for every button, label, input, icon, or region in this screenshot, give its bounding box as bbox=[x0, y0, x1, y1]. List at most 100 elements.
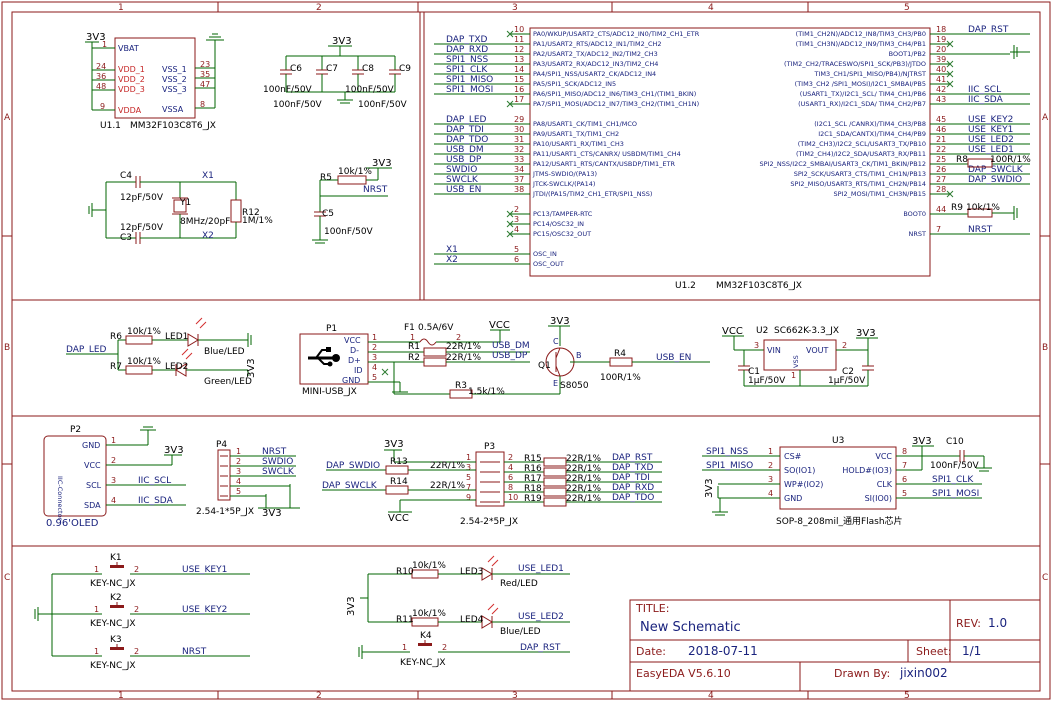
pin-name: PA8/USART1_CK/TIM1_CH1/MCO bbox=[533, 120, 637, 128]
r12-value: 1M/1% bbox=[242, 216, 273, 226]
u1-2-right-pin: 39(TIM2_CH2/TRACESWO/SPI1_SCK/PB3)/JTDO bbox=[784, 55, 954, 68]
net-usb-en: USB_EN bbox=[656, 353, 691, 363]
net-label: SPI1_CLK bbox=[446, 65, 488, 75]
pin-number: 15 bbox=[514, 75, 524, 84]
r1-value: 22R/1% bbox=[446, 342, 481, 352]
pin-name: PA4/SPI1_NSS/USART2_CK/ADC12_IN4 bbox=[533, 70, 656, 78]
c1-value: 1μF/50V bbox=[748, 376, 786, 386]
pin-number: 41 bbox=[936, 75, 946, 84]
pin-name: VOUT bbox=[806, 346, 828, 355]
rev-label: REV: bbox=[956, 617, 981, 630]
pin-number: 21 bbox=[936, 135, 946, 144]
pin-name: (TIM3_CH2 /SPI1_MOSI)/I2C1_SMBAI/PB5 bbox=[795, 80, 926, 88]
r5-ref: R5 bbox=[320, 173, 332, 183]
section-dividers bbox=[12, 12, 1040, 547]
p4-pin: 4 bbox=[220, 477, 290, 487]
net-label: SWDIO bbox=[262, 457, 293, 467]
pin-number: 6 bbox=[514, 255, 519, 264]
col-label: 3 bbox=[512, 3, 518, 13]
net-label: NRST bbox=[968, 225, 993, 235]
u3-left-pin: 3WP#(IO2) bbox=[718, 475, 823, 489]
net-label: IIC_SCL bbox=[968, 85, 1001, 95]
u2-body bbox=[763, 339, 837, 371]
pin-number: 8 bbox=[902, 447, 907, 456]
pin-number: 10 bbox=[514, 25, 524, 34]
pin-number: 1 bbox=[102, 40, 107, 49]
flash-pins: 1CS#SPI1_NSS2SO(IO1)SPI1_MISO3WP#(IO2)4G… bbox=[702, 447, 982, 503]
net-label: SPI1_CLK bbox=[932, 475, 974, 485]
q1-ref: Q1 bbox=[538, 361, 551, 371]
cap-c8: C8 100nF/50V bbox=[345, 56, 395, 95]
pin-number: 9 bbox=[466, 493, 471, 502]
pin-number: 11 bbox=[514, 35, 524, 44]
u3-ref: U3 bbox=[832, 436, 844, 446]
net-label: SPI1_NSS bbox=[446, 55, 488, 65]
pin-number: 4 bbox=[508, 463, 513, 472]
pin-number: 26 bbox=[936, 165, 946, 174]
pin-number: 39 bbox=[936, 55, 946, 64]
net-iic-sda: IIC_SDA bbox=[138, 496, 174, 506]
key-value: KEY-NC_JX bbox=[90, 619, 136, 629]
p4-pin: 5 bbox=[220, 487, 266, 497]
pin-number: 4 bbox=[514, 225, 519, 234]
u1-2-value: MM32F103C8T6_JX bbox=[716, 281, 802, 291]
u2-ref: U2 bbox=[756, 326, 768, 336]
u3-body bbox=[779, 446, 897, 510]
net-label: DAP_RXD bbox=[446, 45, 488, 55]
net-label: DAP_RXD bbox=[612, 483, 654, 493]
net-label: DAP_TXD bbox=[612, 463, 654, 473]
p2-body bbox=[43, 435, 107, 517]
pin-name: PC13/TAMPER-RTC bbox=[533, 210, 593, 218]
pin-number: 30 bbox=[514, 125, 524, 134]
date-value: 2018-07-11 bbox=[688, 644, 758, 658]
pin-name: VCC bbox=[84, 461, 101, 470]
row-label: B bbox=[4, 343, 10, 353]
power-3v3-label: 3V3 bbox=[856, 328, 876, 339]
resistor-ref: R19 bbox=[524, 494, 542, 504]
pin-number: 28 bbox=[936, 185, 946, 194]
dap-led-block: DAP_LED R6 10k/1% LED1 Blue/LED R7 10k/1… bbox=[66, 317, 257, 387]
pin-name: PA7/SPI1_MOSI/ADC12_IN7/TIM3_CH2/(TIM1_C… bbox=[533, 100, 699, 108]
pin-number: 8 bbox=[200, 100, 205, 109]
pin-name: GND bbox=[342, 376, 360, 385]
row-labels: A B C A B C bbox=[4, 113, 1049, 583]
net-use-led1: USE_LED1 bbox=[518, 564, 564, 574]
r9-ref: R9 bbox=[951, 203, 963, 213]
c2-ref: C2 bbox=[842, 367, 854, 377]
net-label: SWCLK bbox=[446, 175, 479, 185]
pin-name: ID bbox=[354, 366, 363, 375]
row-label: A bbox=[4, 113, 11, 123]
u3-left-pin: 2SO(IO1)SPI1_MISO bbox=[702, 461, 815, 475]
net-label: SPI1_MOSI bbox=[932, 489, 979, 499]
u1-2-right-pin: 19(TIM1_CH3N)/ADC12_IN9/TIM3_CH4/PB1 bbox=[796, 35, 954, 48]
pin-number: 4 bbox=[372, 363, 377, 372]
u1-2-right-pin: 41 (TIM3_CH2 /SPI1_MOSI)/I2C1_SMBAI/PB5 bbox=[795, 75, 954, 88]
usb-icon bbox=[308, 347, 340, 367]
resistor-ref: R17 bbox=[524, 474, 542, 484]
pin-number: 2 bbox=[134, 647, 139, 656]
pin-number: 46 bbox=[936, 125, 946, 134]
r3-value: 1.5k/1% bbox=[468, 387, 505, 397]
led3-ref: LED3 bbox=[460, 567, 483, 577]
pin-number: 1 bbox=[768, 447, 773, 456]
col-label: 4 bbox=[708, 3, 714, 13]
resistor-ref: R16 bbox=[524, 464, 542, 474]
pin-name: I2C1_SDA/CANTX)/TIM4_CH4/PB9 bbox=[818, 130, 926, 138]
net-label: NRST bbox=[262, 447, 287, 457]
pin-name: GND bbox=[784, 494, 802, 503]
net-label: DAP_RST bbox=[612, 453, 653, 463]
p2-value: 0.96'OLED bbox=[46, 518, 99, 529]
key-ref: K3 bbox=[110, 635, 122, 645]
net-label: DAP_TDI bbox=[446, 125, 484, 135]
